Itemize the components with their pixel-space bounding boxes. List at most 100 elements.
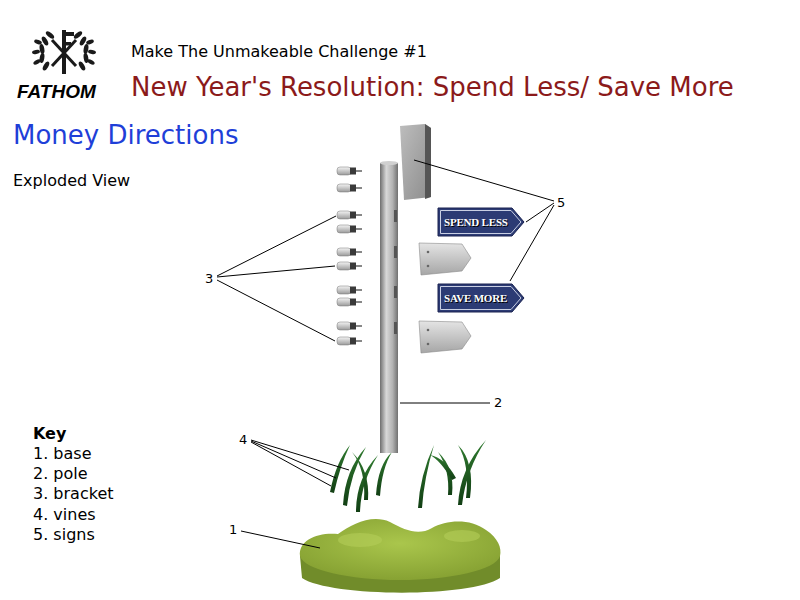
- vine-blades-part: [352, 452, 368, 500]
- pole: [380, 161, 398, 453]
- sign-back-part: [427, 265, 430, 268]
- key-heading: Key: [33, 424, 66, 443]
- pole-part: [394, 210, 397, 222]
- bracket-clips-part-part: [337, 337, 351, 345]
- bracket-clips-part: [337, 298, 362, 306]
- bracket-clips-part-part: [337, 225, 351, 233]
- vine-blades-part: [418, 445, 434, 508]
- logo-emblem-part: [34, 39, 43, 45]
- callout-number: 4: [239, 432, 247, 448]
- sign-text: SAVE MORE: [444, 292, 507, 305]
- bracket-clips-part: [337, 322, 362, 330]
- logo-emblem-part: [52, 40, 76, 66]
- legend-row: 3. bracket: [33, 484, 114, 503]
- logo-emblem-part: [52, 40, 76, 66]
- sign-back-part: [419, 243, 471, 275]
- bracket-clips-part-part: [350, 185, 356, 192]
- sign-back-part: [427, 343, 430, 346]
- vine-blades-part: [430, 455, 456, 480]
- grass-base: [300, 519, 501, 593]
- sign-text-holder: SAVE MORE: [444, 292, 507, 305]
- challenge-subtitle: Make The Unmakeable Challenge #1: [131, 42, 427, 61]
- bracket-clips-part-part: [356, 228, 362, 230]
- bracket-clips-part: [337, 211, 362, 219]
- leader-lines-part: [251, 442, 331, 486]
- vine-blades-part: [458, 440, 486, 505]
- sign-border: [441, 287, 522, 310]
- bracket-clips-part: [337, 337, 362, 345]
- bracket-clips-part-part: [356, 214, 362, 216]
- logo-emblem-part: [87, 58, 96, 65]
- logo-emblem-part: [32, 49, 41, 54]
- bracket-clips-part-part: [356, 301, 362, 303]
- leader-lines-part: [251, 441, 336, 478]
- pole-part: [394, 246, 397, 258]
- sign-back-part: [427, 251, 430, 254]
- bracket-clips-part: [337, 262, 362, 270]
- sign-back-part: [419, 321, 471, 353]
- bracket-clips-part-part: [337, 322, 351, 330]
- sign-panel: [400, 124, 431, 200]
- view-label: Exploded View: [13, 171, 130, 190]
- logo-emblem-part: [33, 58, 42, 65]
- bracket-clips-part-part: [356, 170, 362, 172]
- bracket-clips-part: [337, 248, 362, 256]
- sign-panel-part: [425, 124, 431, 199]
- sign-border: [441, 211, 522, 234]
- grass-base-part: [338, 533, 382, 547]
- legend-text: 5. signs: [33, 525, 95, 544]
- legend-row: 2. pole: [33, 464, 88, 483]
- leader-lines-part: [241, 531, 320, 548]
- pole-part: [380, 161, 398, 165]
- legend-row: 1. base: [33, 444, 92, 463]
- callout-number: 3: [205, 271, 213, 287]
- callout-number: 5: [557, 195, 565, 211]
- logo-emblem-part: [79, 36, 88, 47]
- legend-row: 4. vines: [33, 505, 96, 524]
- logo-emblem-part: [41, 36, 50, 47]
- bracket-clips-part-part: [350, 338, 356, 345]
- logo-emblem-part: [88, 49, 97, 54]
- bracket-clips-part-part: [356, 289, 362, 291]
- legend-row: 5. signs: [33, 525, 95, 544]
- logo-emblem-part: [73, 30, 84, 40]
- sign-text-holder: SPEND LESS: [444, 216, 508, 229]
- logo-emblem-part: [62, 32, 74, 36]
- bracket-clips-part-part: [356, 325, 362, 327]
- page-title: New Year's Resolution: Spend Less/ Save …: [131, 72, 734, 103]
- bracket-clips-part: [337, 286, 362, 294]
- vine-blades-part: [343, 447, 366, 506]
- callout-number: 2: [494, 395, 502, 411]
- pole-part: [394, 322, 397, 334]
- logo-emblem-part: [78, 61, 87, 72]
- logo-emblem-part: [45, 30, 56, 40]
- legend-text: 3. bracket: [33, 484, 114, 503]
- callout-number: 1: [229, 522, 237, 538]
- bracket-clips-part-part: [356, 265, 362, 267]
- vine-blades-part: [458, 445, 471, 498]
- leader-lines-part: [217, 216, 336, 276]
- leader-lines-part: [217, 266, 335, 277]
- leader-lines-part: [400, 403, 490, 404]
- section-heading: Money Directions: [13, 120, 238, 151]
- bracket-clips-part-part: [350, 263, 356, 270]
- bracket-clips-part: [337, 167, 362, 175]
- bracket-clips-part-part: [350, 287, 356, 294]
- bracket-clips-part-part: [337, 262, 351, 270]
- sign-board: [438, 284, 524, 312]
- bracket-clips-part-part: [356, 340, 362, 342]
- vine-blades-part: [376, 452, 392, 496]
- leader-lines: [217, 160, 554, 548]
- bracket-clips-part-part: [337, 286, 351, 294]
- grass-base-part: [300, 519, 501, 580]
- bracket-clips-part-part: [337, 211, 351, 219]
- bracket-clips-part-part: [350, 249, 356, 256]
- bracket-clips-part-part: [350, 299, 356, 306]
- sign-panel-part: [400, 124, 431, 200]
- bracket-clips-part-part: [337, 184, 351, 192]
- bracket-clips-part-part: [350, 168, 356, 175]
- bracket-clips-part-part: [337, 248, 351, 256]
- vine-blades: [330, 440, 486, 512]
- arrow-sign: SAVE MORE: [438, 284, 524, 312]
